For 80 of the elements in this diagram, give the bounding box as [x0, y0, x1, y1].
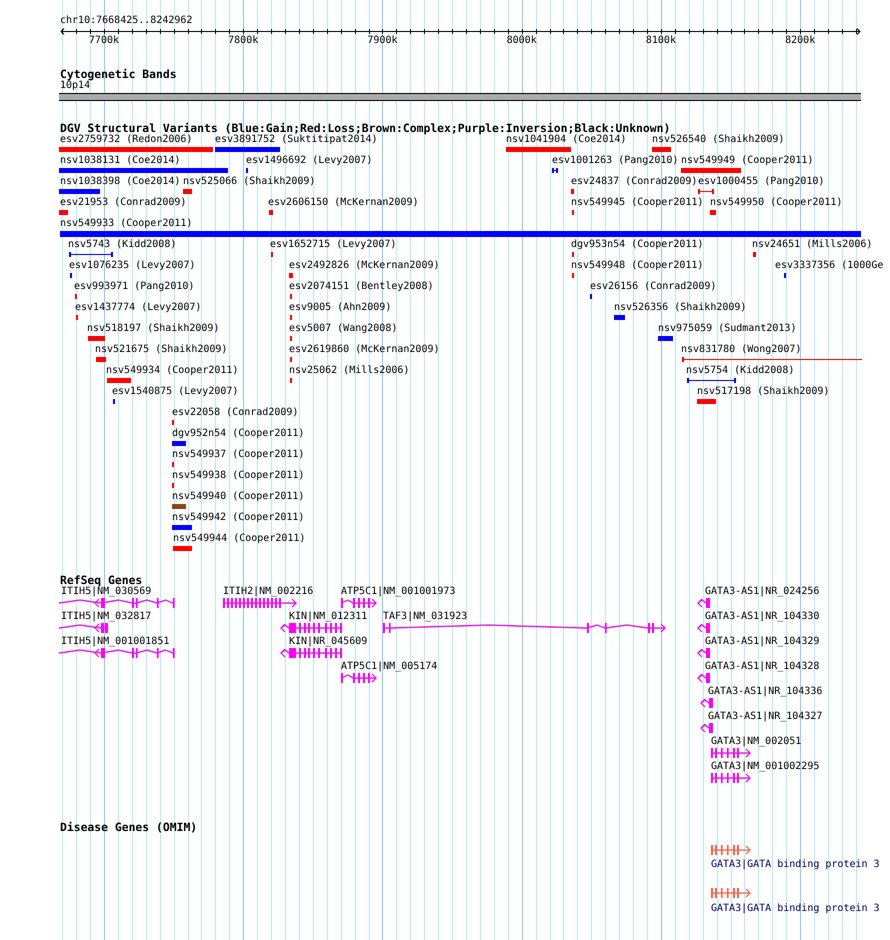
gene-label: GATA3-AS1|NR_104328 [705, 661, 820, 673]
variant-label: esv1000455 (Pang2010) [698, 176, 824, 188]
variant-label: esv24837 (Conrad2009) [571, 176, 698, 188]
variant-label: nsv526540 (Shaikh2009) [652, 134, 784, 146]
variant-label: nsv517198 (Shaikh2009) [697, 386, 830, 398]
variant-label: esv1540875 (Levy2007) [112, 386, 238, 398]
variant-label: nsv549949 (Cooper2011) [681, 155, 814, 167]
tick-label: 8000k [506, 35, 537, 47]
variant-label: esv1001263 (Pang2010) [552, 155, 678, 167]
variant-label: esv1437774 (Levy2007) [75, 302, 202, 314]
tick-label: 7900k [367, 35, 398, 47]
variant-label: esv3337356 (1000Ge [775, 260, 884, 272]
variant-label: esv2619860 (McKernan2009) [289, 344, 440, 356]
gene-label: ITIH2|NM_002216 [223, 586, 314, 598]
region-title: chr10:7668425..8242962 [60, 15, 192, 27]
gene-label: TAF3|NM_031923 [383, 611, 468, 623]
variant-label: nsv5743 (Kidd2008) [68, 239, 176, 251]
tick-label: 8100k [646, 35, 676, 47]
gene-label: GATA3-AS1|NR_024256 [705, 586, 820, 598]
variant-label: nsv975059 (Sudmant2013) [658, 323, 796, 335]
track-title: Disease Genes (OMIM) [60, 821, 198, 833]
variant-label: esv1076235 (Levy2007) [69, 260, 196, 272]
variant-label: esv21953 (Conrad2009) [60, 197, 186, 209]
track-title: Cytogenetic Bands [60, 68, 177, 80]
tick-label: 8200k [785, 35, 816, 47]
variant-label: nsv549948 (Cooper2011) [571, 260, 704, 272]
variant-label: esv2074151 (Bentley2008) [289, 281, 434, 293]
variant-label: esv22058 (Conrad2009) [172, 407, 298, 419]
gene-label: KIN|NM_012311 [289, 611, 368, 623]
gene-label: GATA3-AS1|NR_104327 [708, 711, 822, 723]
variant-label: esv1496692 (Levy2007) [246, 155, 372, 167]
variant-label: nsv1041904 (Coe2014) [506, 134, 626, 146]
gene-label: ATP5C1|NM_005174 [341, 661, 438, 673]
variant-label: nsv549944 (Cooper2011) [173, 533, 306, 545]
track-title: RefSeq Genes [60, 574, 142, 586]
gene-label: ITIH5|NM_030569 [61, 586, 152, 598]
variant-label: nsv24651 (Mills2006) [752, 239, 872, 251]
variant-label: nsv549940 (Cooper2011) [172, 491, 304, 503]
variant-label: dgv952n54 (Cooper2011) [172, 428, 304, 440]
variant-label: nsv549950 (Cooper2011) [710, 197, 842, 209]
variant-label: esv5007 (Wang2008) [289, 323, 398, 335]
gene-label: ITIH5|NM_032817 [61, 611, 152, 623]
gene-label: GATA3-AS1|NR_104330 [705, 611, 820, 623]
variant-label: nsv549933 (Cooper2011) [60, 218, 192, 230]
variant-label: esv1652715 (Levy2007) [270, 239, 396, 251]
disease-gene-label: GATA3|GATA binding protein 3 [711, 903, 880, 915]
gene-label: GATA3|NM_002051 [711, 736, 802, 748]
tick-label: 7700k [88, 35, 120, 47]
variant-label: nsv518197 (Shaikh2009) [87, 323, 220, 335]
variant-label: nsv549945 (Cooper2011) [571, 197, 704, 209]
variant-label: dgv953n54 (Cooper2011) [571, 239, 704, 251]
band-label: 10p14 [60, 80, 90, 92]
variant-label: nsv25062 (Mills2006) [289, 365, 410, 377]
variant-label: nsv526356 (Shaikh2009) [614, 302, 746, 314]
variant-label: esv3891752 (Suktitipat2014) [215, 134, 378, 146]
variant-label: nsv549942 (Cooper2011) [172, 512, 304, 524]
variant-label: nsv831780 (Wong2007) [681, 344, 802, 356]
variant-label: nsv549934 (Cooper2011) [106, 365, 238, 377]
gene-label: GATA3-AS1|NR_104336 [708, 686, 822, 698]
variant-label: esv2492826 (McKernan2009) [289, 260, 440, 272]
variant-label: esv2759732 (Redon2006) [60, 134, 192, 146]
variant-label: esv2606150 (McKernan2009) [268, 197, 419, 209]
variant-label: nsv1038131 (Coe2014) [60, 155, 180, 167]
gene-label: KIN|NR_045609 [289, 636, 368, 648]
variant-label: nsv5754 (Kidd2008) [686, 365, 794, 377]
variant-label: nsv549938 (Cooper2011) [172, 470, 304, 482]
disease-gene-label: GATA3|GATA binding protein 3 [711, 859, 880, 871]
gene-label: ITIH5|NM_001001851 [61, 636, 170, 648]
variant-label: esv26156 (Conrad2009) [590, 281, 716, 293]
variant-label: nsv1038398 (Coe2014) [60, 176, 180, 188]
gene-label: GATA3|NM_001002295 [711, 761, 820, 773]
gene-label: GATA3-AS1|NR_104329 [705, 636, 820, 648]
gene-label: ATP5C1|NM_001001973 [341, 586, 456, 598]
variant-label: nsv521675 (Shaikh2009) [95, 344, 228, 356]
variant-label: nsv549937 (Cooper2011) [172, 449, 304, 461]
variant-label: nsv525066 (Shaikh2009) [183, 176, 316, 188]
tick-label: 7800k [228, 35, 258, 47]
track-title: DGV Structural Variants (Blue:Gain;Red:Loss;Brown:Complex;Purple:Inversion;Black:Unknown) [60, 122, 670, 134]
variant-label: esv9005 (Ahn2009) [289, 302, 392, 314]
variant-label: esv993971 (Pang2010) [74, 281, 194, 293]
